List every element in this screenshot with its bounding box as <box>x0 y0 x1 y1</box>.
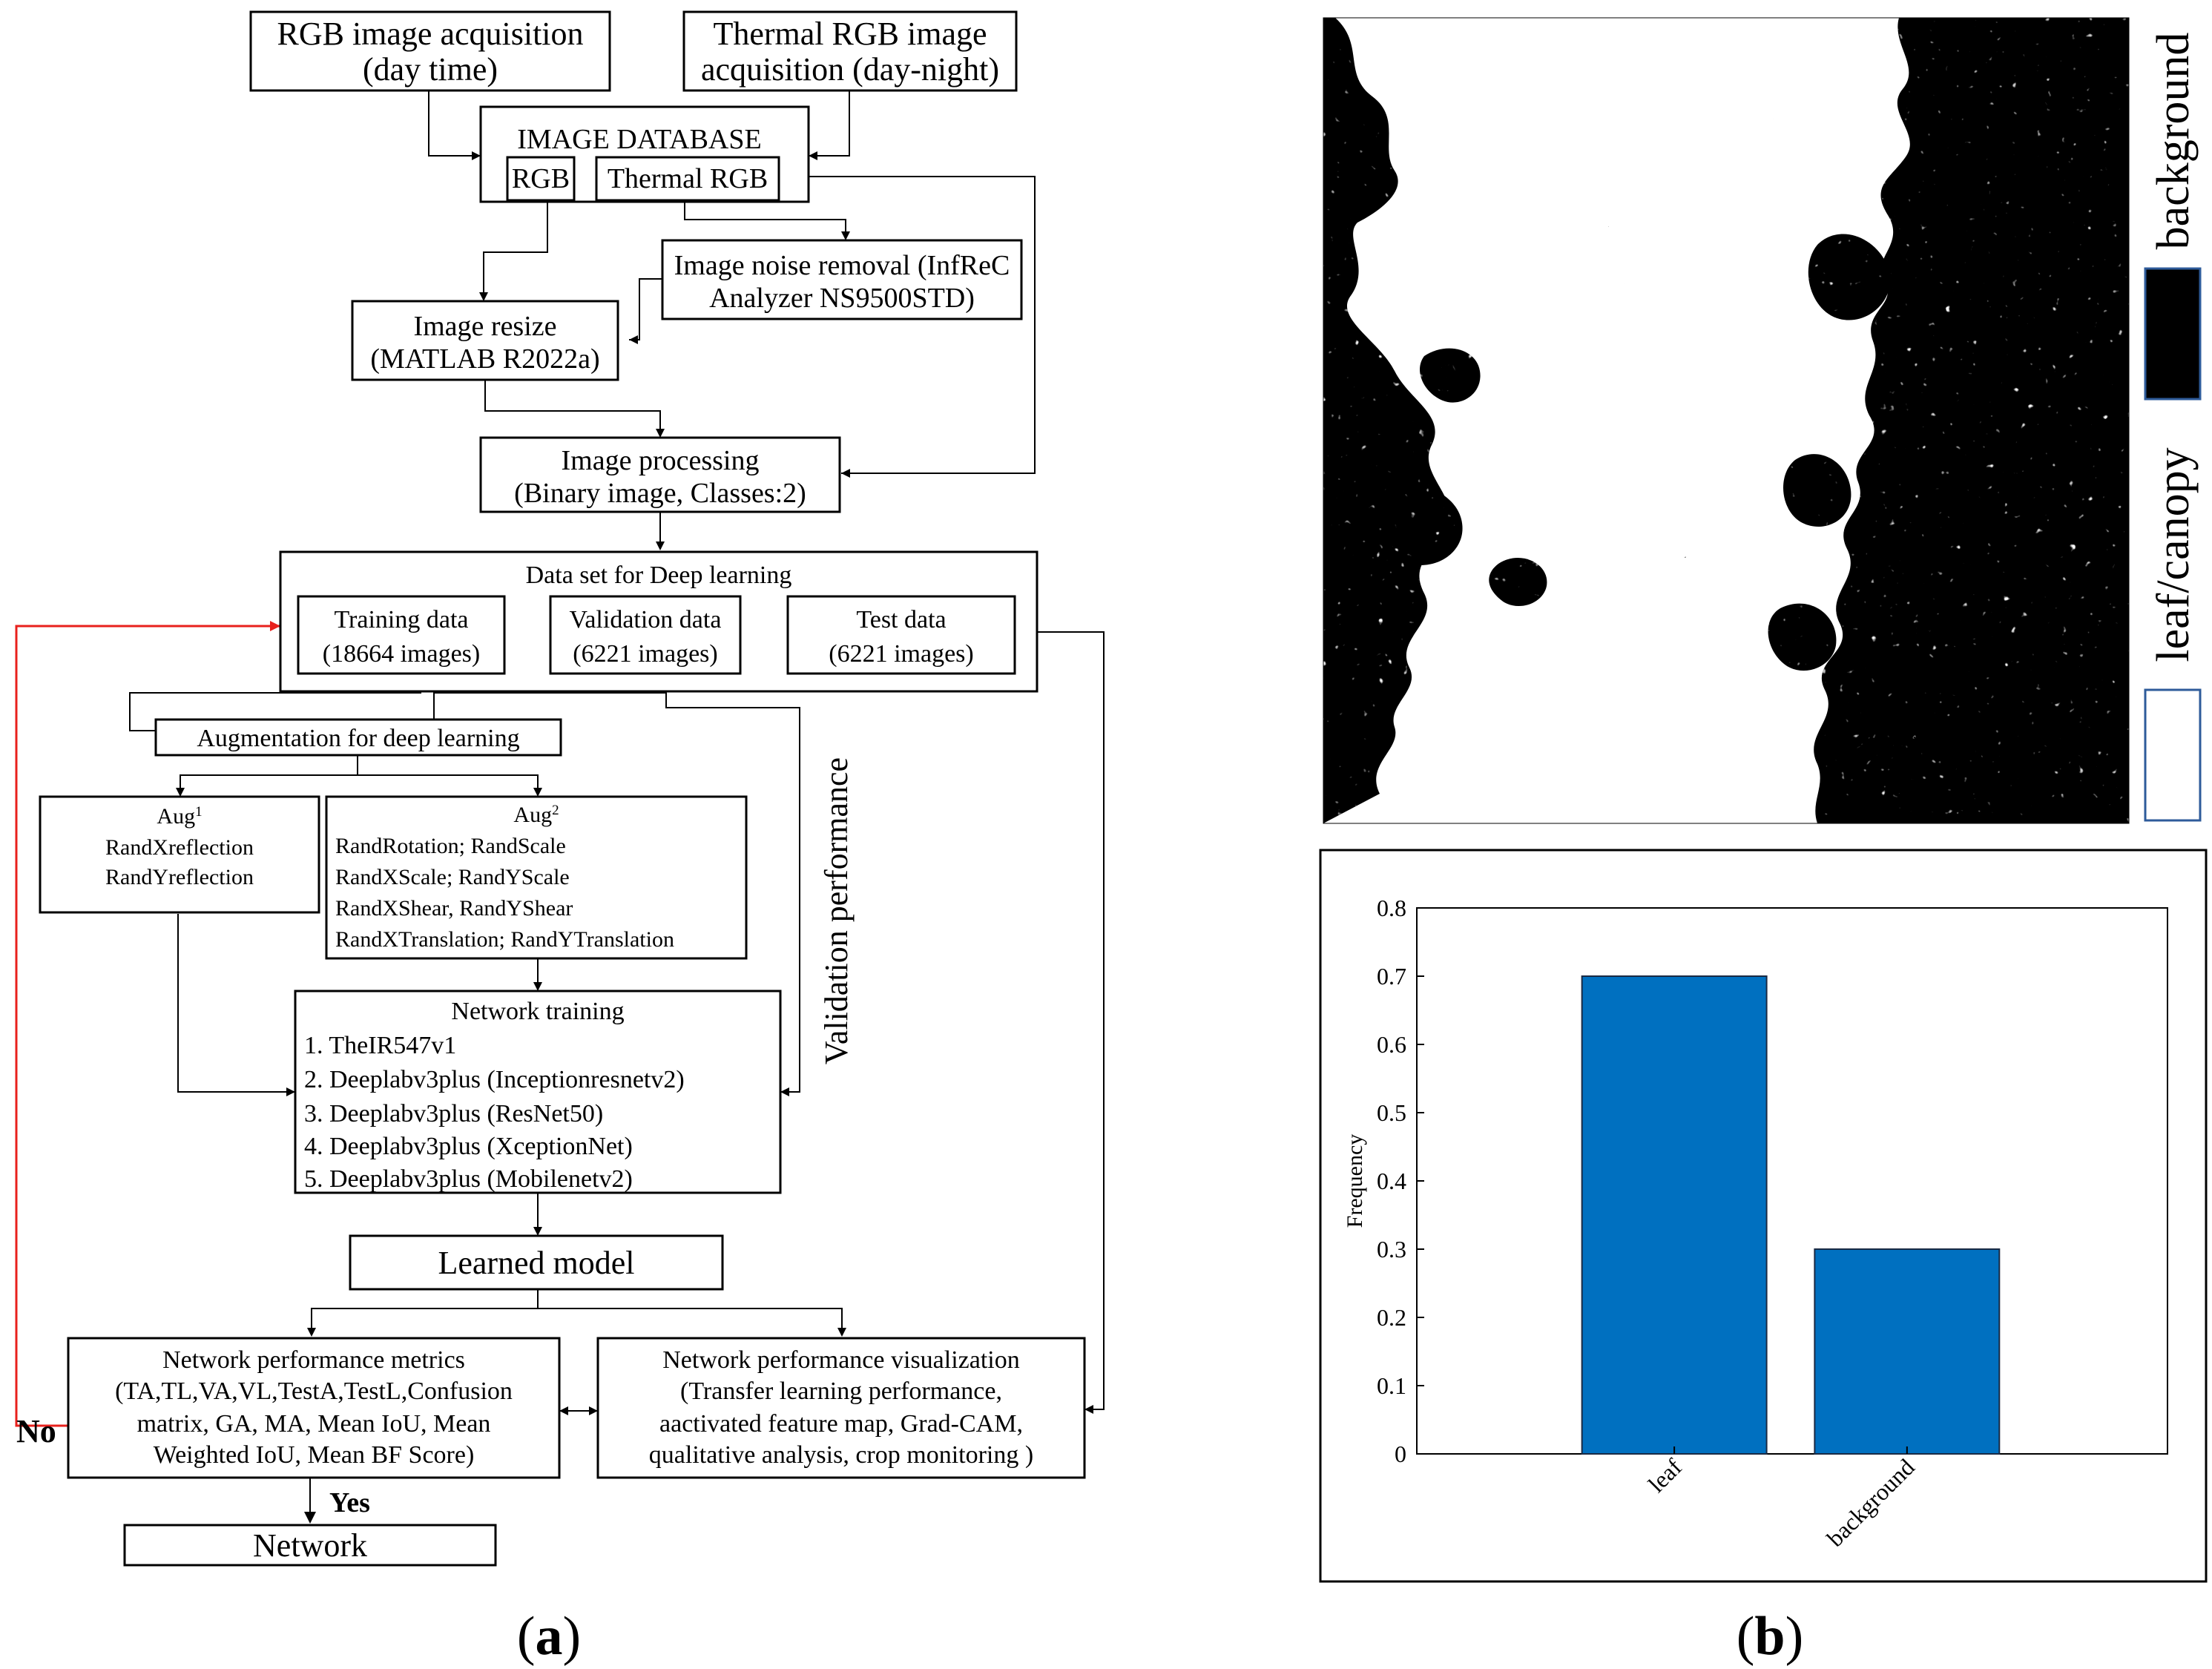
aug1-title: Aug1 <box>157 804 202 829</box>
network-training-item: 4. Deeplabv3plus (XceptionNet) <box>304 1133 633 1160</box>
aug2-line: RandXShear, RandYShear <box>335 896 573 921</box>
noise-removal-line1: Image noise removal (InfReC <box>674 250 1010 281</box>
flow-arrowheads <box>165 151 1093 1524</box>
network-training-box: Network training 1. TheIR547v1 2. Deepla… <box>294 990 782 1194</box>
metrics-line: Weighted IoU, Mean BF Score) <box>154 1441 475 1469</box>
legend-background-label: background <box>2148 33 2199 250</box>
network-training-item: 2. Deeplabv3plus (Inceptionresnetv2) <box>304 1066 685 1093</box>
bar-leaf <box>1581 975 1768 1455</box>
image-resize-line1: Image resize <box>413 311 556 342</box>
legend-leaf-label: leaf/canopy <box>2148 447 2199 662</box>
training-data-line1: Training data <box>334 606 468 633</box>
rgb-acquisition-box: RGB image acquisition (day time) <box>249 10 611 92</box>
aug2-line: RandRotation; RandScale <box>335 834 566 858</box>
thermal-acquisition-line1: Thermal RGB image <box>713 16 987 52</box>
noise-removal-box: Image noise removal (InfReC Analyzer NS9… <box>661 239 1023 320</box>
aug1-line: RandXreflection <box>105 835 254 860</box>
y-tick-label: 0.8 <box>1377 895 1406 921</box>
augmentation-box: Augmentation for deep learning <box>154 718 562 757</box>
validation-data-line1: Validation data <box>570 606 722 633</box>
y-tick-label: 0.2 <box>1377 1304 1406 1331</box>
network-label: Network <box>253 1527 367 1564</box>
image-processing-box: Image processing (Binary image, Classes:… <box>479 436 841 513</box>
yes-label: Yes <box>329 1487 370 1518</box>
metrics-line: matrix, GA, MA, Mean IoU, Mean <box>137 1410 491 1438</box>
image-database-box: IMAGE DATABASE RGB Thermal RGB <box>479 105 810 203</box>
panel-b-label: (b) <box>1737 1606 1803 1667</box>
thermal-acquisition-box: Thermal RGB image acquisition (day-night… <box>682 10 1018 92</box>
y-axis-label: Frequency <box>1343 1134 1367 1228</box>
network-training-title: Network training <box>451 998 624 1025</box>
flow-connectors <box>15 90 1105 1522</box>
y-tick-label: 0.6 <box>1377 1031 1406 1058</box>
aug2-box: Aug2 RandRotation; RandScale RandXScale;… <box>325 795 748 960</box>
database-thermal-label: Thermal RGB <box>608 163 768 194</box>
learned-model-label: Learned model <box>438 1245 634 1281</box>
image-processing-line2: (Binary image, Classes:2) <box>514 478 806 509</box>
y-tick-label: 0 <box>1395 1441 1406 1467</box>
chart-plot-area <box>1416 907 2168 1455</box>
y-axis-ticks: 0 0.1 0.2 0.3 0.4 0.5 0.6 0.7 0.8 <box>1377 895 1424 1467</box>
bar-series <box>1581 975 2001 1455</box>
augmentation-label: Augmentation for deep learning <box>197 725 519 752</box>
validation-performance-label: Validation performance <box>818 757 855 1064</box>
dataset-box: Data set for Deep learning Training data… <box>279 550 1038 693</box>
aug2-line: RandXScale; RandYScale <box>335 865 570 889</box>
legend-background-swatch <box>2144 267 2202 401</box>
learned-model-box: Learned model <box>349 1234 724 1291</box>
y-tick-label: 0.4 <box>1377 1168 1406 1194</box>
visualization-line: (Transfer learning performance, <box>680 1377 1002 1405</box>
no-label: No <box>16 1413 56 1449</box>
mask-legend: background leaf/canopy <box>2144 33 2202 822</box>
y-tick-label: 0.5 <box>1377 1099 1406 1126</box>
metrics-line: (TA,TL,VA,VL,TestA,TestL,Confusion <box>115 1377 513 1405</box>
bar-background <box>1814 1248 2001 1455</box>
visualization-box: Network performance visualization (Trans… <box>596 1337 1086 1479</box>
metrics-line: Network performance metrics <box>162 1346 465 1374</box>
visualization-line: aactivated feature map, Grad-CAM, <box>659 1410 1023 1438</box>
legend-leaf-swatch <box>2144 688 2202 822</box>
image-resize-line2: (MATLAB R2022a) <box>370 343 599 375</box>
aug2-title: Aug2 <box>513 803 559 827</box>
visualization-line: qualitative analysis, crop monitoring ) <box>649 1441 1033 1469</box>
thermal-acquisition-line2: acquisition (day-night) <box>701 51 999 88</box>
validation-data-line2: (6221 images) <box>573 640 717 668</box>
panel-a-label: (a) <box>517 1606 581 1667</box>
network-box: Network <box>123 1524 497 1567</box>
flowchart-panel: RGB image acquisition (day time) Thermal… <box>15 10 1105 1667</box>
database-rgb-label: RGB <box>512 163 570 194</box>
aug2-line: RandXTranslation; RandYTranslation <box>335 927 674 952</box>
rgb-acquisition-line2: (day time) <box>363 51 498 88</box>
y-tick-label: 0.1 <box>1377 1372 1406 1399</box>
aug1-line: RandYreflection <box>105 865 254 889</box>
test-data-line2: (6221 images) <box>829 640 973 668</box>
visualization-line: Network performance visualization <box>662 1346 1019 1374</box>
noise-removal-line2: Analyzer NS9500STD) <box>709 283 975 314</box>
network-training-item: 5. Deeplabv3plus (Mobilenetv2) <box>304 1165 633 1193</box>
image-processing-line1: Image processing <box>562 445 760 476</box>
metrics-box: Network performance metrics (TA,TL,VA,VL… <box>67 1337 561 1479</box>
segmentation-mask <box>1323 17 2130 824</box>
rgb-acquisition-line1: RGB image acquisition <box>277 16 583 52</box>
aug1-box: Aug1 RandXreflection RandYreflection <box>39 795 320 914</box>
dataset-title: Data set for Deep learning <box>526 562 792 589</box>
network-training-item: 1. TheIR547v1 <box>304 1032 456 1059</box>
training-data-line2: (18664 images) <box>323 640 480 668</box>
network-training-item: 3. Deeplabv3plus (ResNet50) <box>304 1100 603 1128</box>
y-tick-label: 0.3 <box>1377 1236 1406 1263</box>
image-database-title: IMAGE DATABASE <box>517 124 761 155</box>
test-data-line1: Test data <box>856 606 946 633</box>
image-resize-box: Image resize (MATLAB R2022a) <box>351 300 619 381</box>
y-tick-label: 0.7 <box>1377 963 1406 990</box>
